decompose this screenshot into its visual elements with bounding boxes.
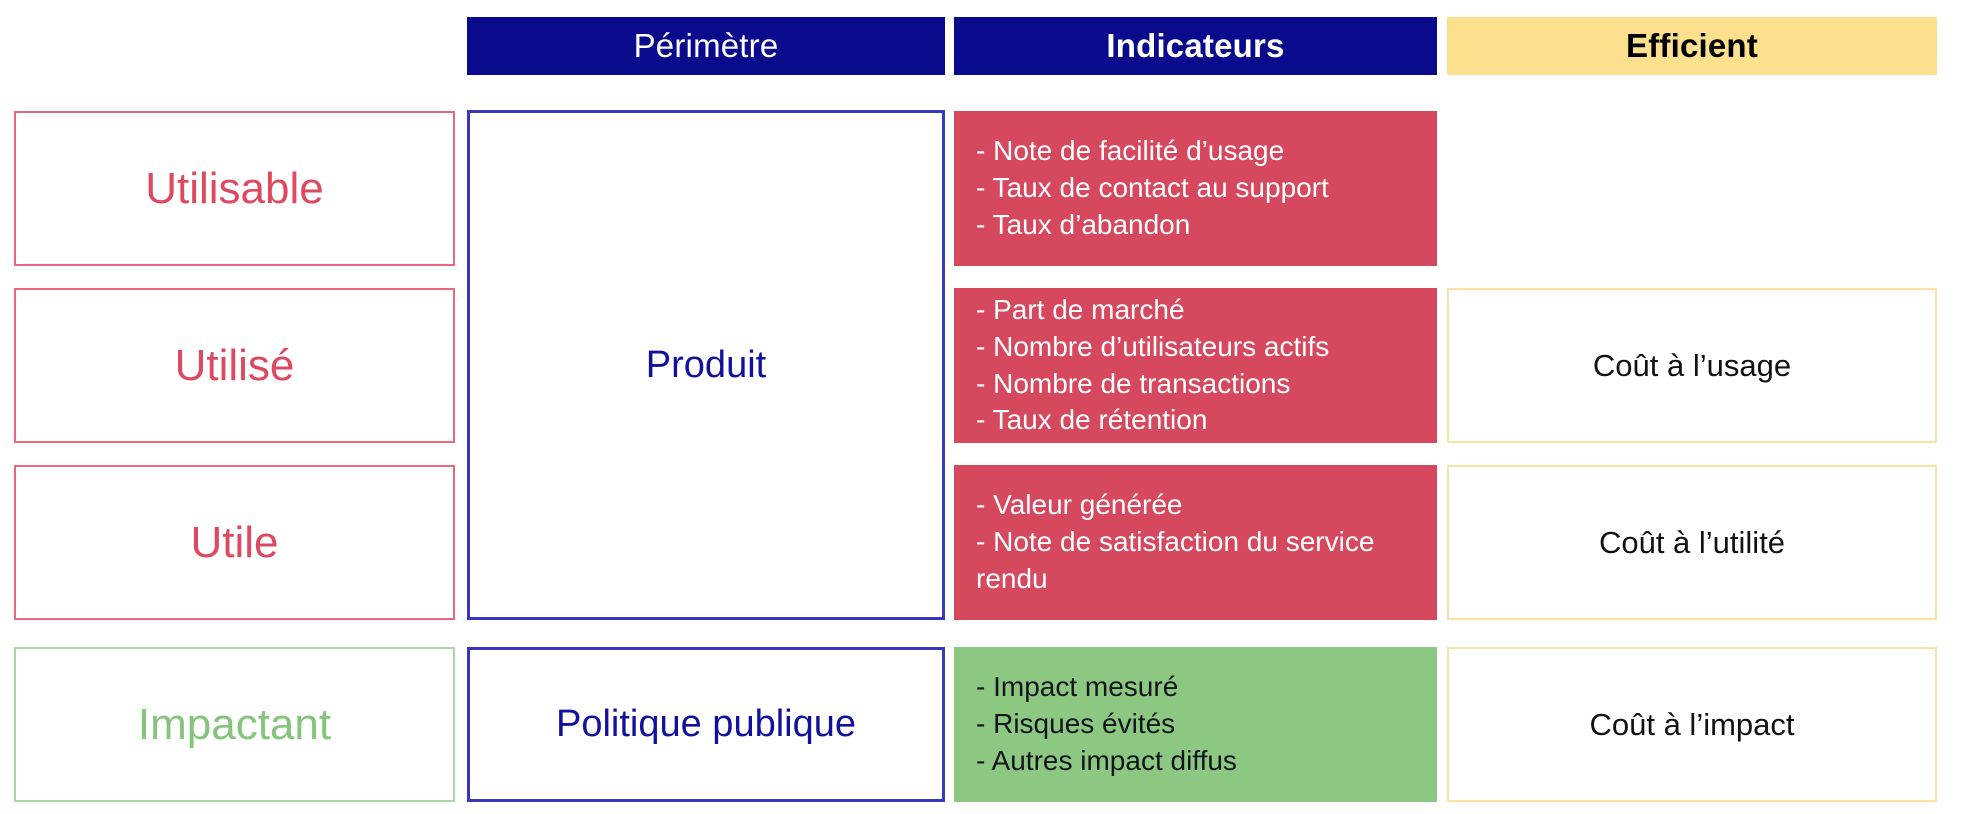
indicator-item: - Risques évités: [976, 708, 1176, 740]
indicator-item: - Note de facilité d’usage: [976, 135, 1285, 167]
efficient-box-utile: Coût à l’utilité: [1447, 465, 1937, 620]
indicator-block-utilise: - Part de marché - Nombre d’utilisateurs…: [954, 288, 1437, 443]
criteria-box-utile: Utile: [14, 465, 455, 620]
indicator-item: - Nombre de transactions: [976, 367, 1291, 399]
indicator-item: - Taux de contact au support: [976, 172, 1329, 204]
indicator-item: - Part de marché: [976, 293, 1185, 325]
criteria-box-utilisable: Utilisable: [14, 111, 455, 266]
indicator-block-impactant: - Impact mesuré - Risques évités - Autre…: [954, 647, 1437, 802]
indicator-item: - Valeur générée: [976, 489, 1183, 521]
indicator-item: - Impact mesuré: [976, 671, 1179, 703]
scope-box-politique-publique: Politique publique: [467, 647, 945, 802]
scope-box-produit: Produit: [467, 110, 945, 620]
indicator-item: - Taux de rétention: [976, 404, 1208, 436]
header-perimetre: Périmètre: [467, 17, 945, 75]
indicator-item: - Taux d’abandon: [976, 208, 1191, 240]
indicator-item: - Nombre d’utilisateurs actifs: [976, 330, 1330, 362]
indicator-list-utilise: - Part de marché - Nombre d’utilisateurs…: [976, 292, 1329, 440]
efficient-box-impactant: Coût à l’impact: [1447, 647, 1937, 802]
indicator-block-utile: - Valeur générée - Note de satisfaction …: [954, 465, 1437, 620]
indicator-block-utilisable: - Note de facilité d’usage - Taux de con…: [954, 111, 1437, 266]
criteria-box-utilise: Utilisé: [14, 288, 455, 443]
indicator-list-impactant: - Impact mesuré - Risques évités - Autre…: [976, 669, 1237, 780]
criteria-box-impactant: Impactant: [14, 647, 455, 802]
header-indicateurs: Indicateurs: [954, 17, 1437, 75]
indicator-list-utile: - Valeur générée - Note de satisfaction …: [976, 487, 1374, 598]
indicator-item: - Autres impact diffus: [976, 744, 1237, 776]
indicator-list-utilisable: - Note de facilité d’usage - Taux de con…: [976, 133, 1329, 244]
header-efficient: Efficient: [1447, 17, 1937, 75]
indicator-item: - Note de satisfaction du service rendu: [976, 526, 1375, 594]
efficient-box-utilise: Coût à l’usage: [1447, 288, 1937, 443]
